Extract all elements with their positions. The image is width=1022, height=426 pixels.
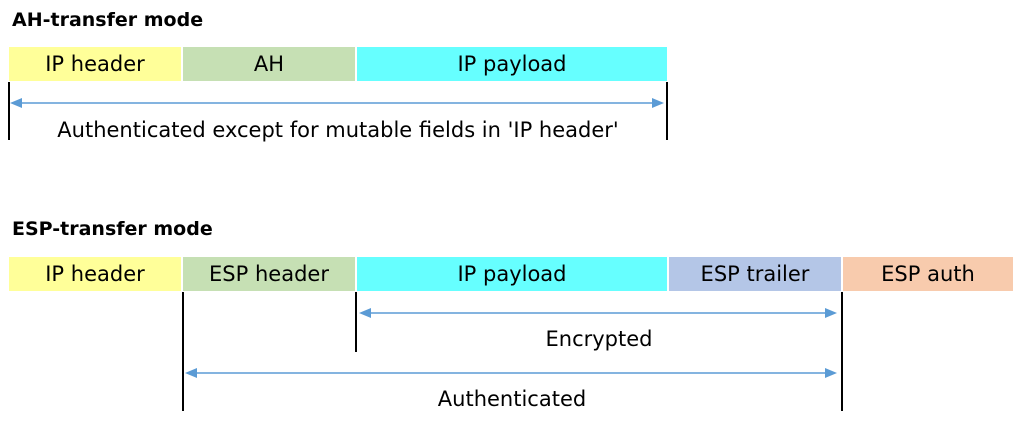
esp-encrypted-span-arrow bbox=[359, 308, 837, 318]
ah-transfer-mode-title: AH-transfer mode bbox=[12, 9, 204, 31]
esp-trailer-segment: ESP trailer bbox=[669, 257, 841, 291]
ah-ip-header-segment: IP header bbox=[9, 47, 181, 81]
esp-encrypted-label: Encrypted bbox=[545, 327, 653, 351]
ah-ip-payload-segment: IP payload bbox=[357, 47, 667, 81]
ah-span-right-boundary bbox=[666, 82, 668, 140]
ah-span-left-boundary bbox=[8, 82, 10, 140]
esp-transfer-mode-title: ESP-transfer mode bbox=[12, 218, 213, 240]
esp-authenticated-label: Authenticated bbox=[437, 387, 587, 411]
esp-ip-header-segment: IP header bbox=[9, 257, 181, 291]
ah-authenticated-span-arrow bbox=[10, 98, 664, 108]
ah-segment: AH bbox=[183, 47, 355, 81]
esp-authenticated-left-boundary bbox=[182, 292, 184, 411]
esp-authenticated-span-arrow bbox=[185, 368, 837, 378]
esp-auth-segment: ESP auth bbox=[843, 257, 1013, 291]
ah-authenticated-label: Authenticated except for mutable fields … bbox=[57, 118, 619, 142]
esp-right-boundary bbox=[841, 292, 843, 411]
esp-header-segment: ESP header bbox=[183, 257, 355, 291]
esp-ip-payload-segment: IP payload bbox=[357, 257, 667, 291]
esp-encrypted-left-boundary bbox=[355, 292, 357, 352]
